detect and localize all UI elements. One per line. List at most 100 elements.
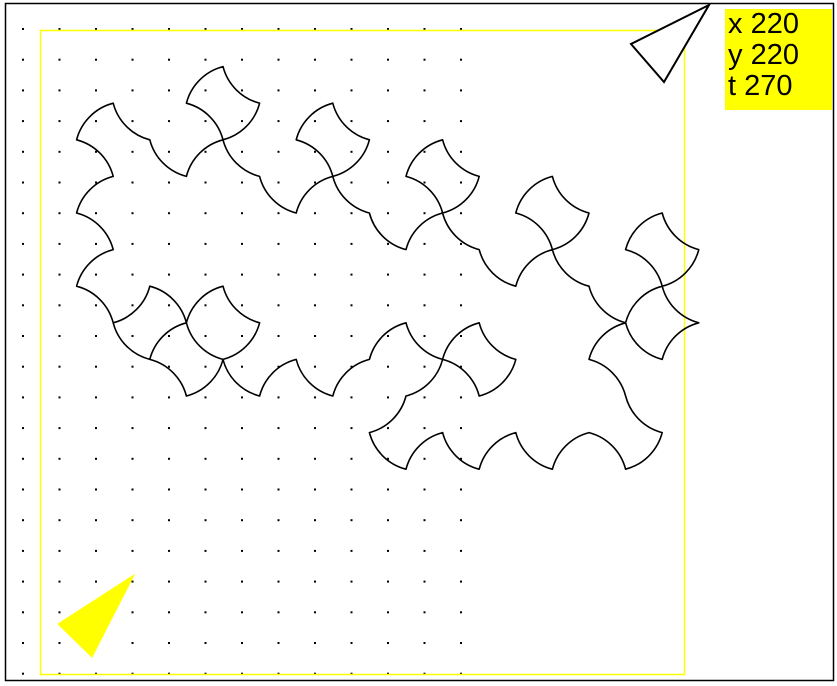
grid-dot bbox=[241, 580, 243, 583]
grid-dot bbox=[204, 150, 207, 153]
grid-dot bbox=[277, 519, 280, 522]
grid-dot bbox=[22, 519, 24, 522]
grid-dot bbox=[22, 181, 24, 184]
grid-dot bbox=[22, 335, 24, 337]
grid-dot bbox=[387, 304, 389, 307]
grid-dot bbox=[204, 642, 207, 644]
grid-dot bbox=[423, 549, 426, 552]
grid-dot bbox=[58, 150, 61, 153]
grid-dot bbox=[22, 304, 24, 307]
grid-dot bbox=[314, 549, 316, 552]
grid-dot bbox=[131, 242, 134, 245]
x-readout: x 220 bbox=[725, 9, 832, 40]
drawing-boundary bbox=[39, 29, 686, 676]
grid-dot bbox=[131, 427, 134, 430]
grid-dot bbox=[22, 28, 24, 30]
grid-dot bbox=[314, 273, 316, 276]
grid-dot bbox=[277, 672, 280, 675]
grid-dot bbox=[387, 28, 389, 30]
grid-dot bbox=[22, 611, 24, 614]
grid-dot bbox=[22, 672, 24, 675]
grid-dot bbox=[204, 396, 207, 399]
grid-dot bbox=[277, 89, 280, 92]
grid-dot bbox=[350, 580, 353, 583]
grid-dot bbox=[314, 28, 316, 30]
grid-dot bbox=[277, 549, 280, 552]
grid-dot bbox=[168, 365, 170, 368]
grid-dot bbox=[241, 28, 243, 30]
grid-dot bbox=[423, 58, 426, 61]
grid-dot bbox=[423, 89, 426, 92]
grid-dot bbox=[314, 335, 316, 337]
grid-dot bbox=[95, 519, 97, 522]
grid-dot bbox=[350, 519, 353, 522]
grid-dot bbox=[277, 304, 280, 307]
grid-dot bbox=[350, 28, 353, 30]
turtle-path bbox=[75, 65, 700, 470]
grid-dot bbox=[387, 242, 389, 245]
grid-dot bbox=[387, 642, 389, 644]
grid-dot bbox=[350, 365, 353, 368]
grid-dot bbox=[204, 89, 207, 92]
grid-dot bbox=[241, 242, 243, 245]
grid-dot bbox=[131, 611, 134, 614]
grid-dot bbox=[168, 58, 170, 61]
grid-dot bbox=[350, 89, 353, 92]
grid-dot bbox=[168, 549, 170, 552]
grid-dot bbox=[314, 212, 316, 215]
grid-dot bbox=[350, 488, 353, 491]
grid-dot bbox=[22, 488, 24, 491]
grid-dot bbox=[168, 335, 170, 337]
grid-dot bbox=[58, 273, 61, 276]
grid-dot bbox=[58, 365, 61, 368]
grid-dot bbox=[241, 488, 243, 491]
current-turtle-icon bbox=[629, 2, 712, 84]
grid-dot bbox=[423, 519, 426, 522]
grid-dot bbox=[314, 611, 316, 614]
grid-dot bbox=[22, 58, 24, 61]
grid-dot bbox=[423, 150, 426, 153]
grid-dot bbox=[131, 642, 134, 644]
turtle-state-readout: x 220 y 220 t 270 bbox=[725, 9, 832, 110]
grid-dot bbox=[241, 150, 243, 153]
grid-dot bbox=[350, 611, 353, 614]
grid-dot bbox=[131, 181, 134, 184]
grid-dot bbox=[168, 488, 170, 491]
grid-dot bbox=[95, 242, 97, 245]
grid-dot bbox=[460, 28, 462, 30]
grid-dot bbox=[350, 181, 353, 184]
grid-dot bbox=[131, 89, 134, 92]
grid-dot bbox=[241, 549, 243, 552]
grid-dot bbox=[277, 181, 280, 184]
grid-dot bbox=[423, 28, 426, 30]
grid-dot bbox=[168, 212, 170, 215]
grid-dot bbox=[460, 212, 462, 215]
y-value: 220 bbox=[750, 39, 799, 71]
grid-dot bbox=[58, 89, 61, 92]
grid-dot bbox=[131, 365, 134, 368]
grid-dot bbox=[277, 365, 280, 368]
grid-dot bbox=[58, 549, 61, 552]
grid-dot bbox=[460, 150, 462, 153]
y-readout: y 220 bbox=[725, 40, 832, 71]
grid-dot bbox=[95, 365, 97, 368]
grid-dot bbox=[241, 58, 243, 61]
heading-label: t bbox=[728, 70, 737, 102]
grid-dot bbox=[168, 427, 170, 430]
grid-dot bbox=[168, 181, 170, 184]
grid-dot bbox=[241, 396, 243, 399]
grid-dot bbox=[131, 457, 134, 460]
grid-dot bbox=[314, 304, 316, 307]
grid-dot bbox=[460, 242, 462, 245]
grid-dot bbox=[277, 150, 280, 153]
grid-dot bbox=[22, 427, 24, 430]
grid-dot bbox=[241, 181, 243, 184]
grid-dot bbox=[58, 28, 61, 30]
grid-dot bbox=[423, 611, 426, 614]
grid-dot bbox=[95, 28, 97, 30]
heading-readout: t 270 bbox=[725, 71, 832, 102]
grid-dot bbox=[277, 396, 280, 399]
grid-dot bbox=[95, 120, 97, 123]
grid-dot bbox=[168, 642, 170, 644]
grid-dot bbox=[241, 273, 243, 276]
